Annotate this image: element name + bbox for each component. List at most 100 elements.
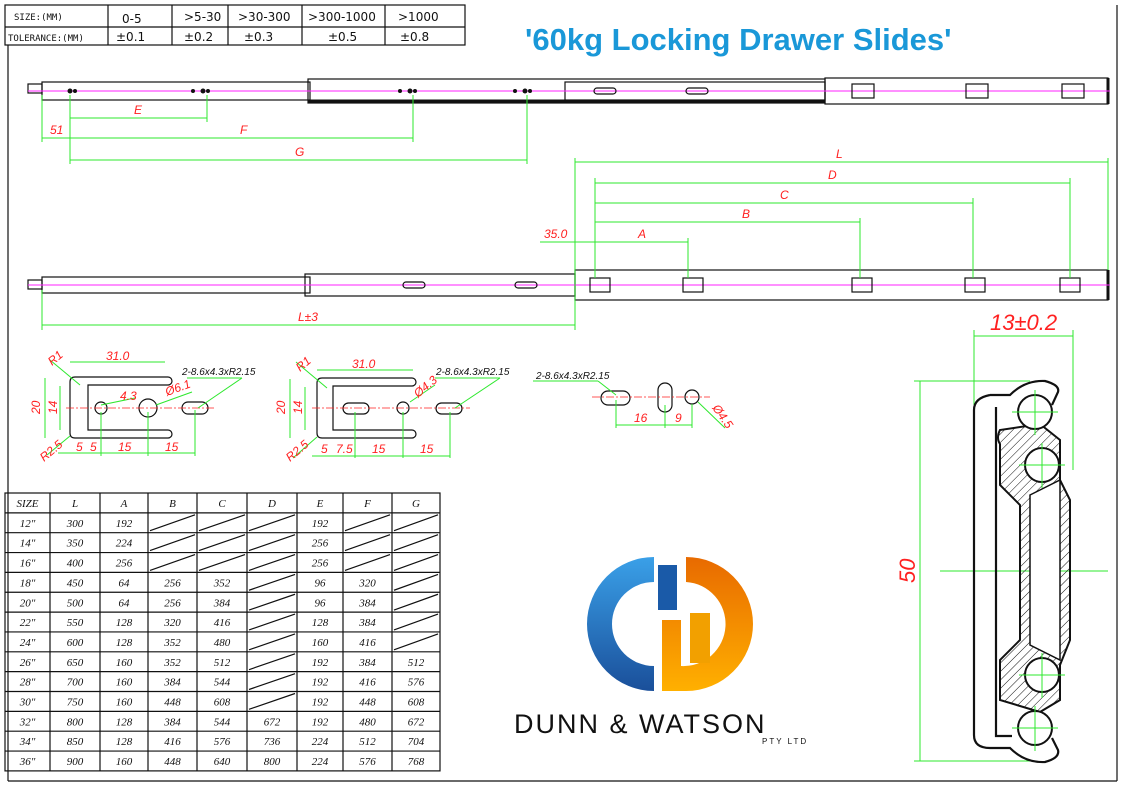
table-cell: 736: [264, 736, 281, 748]
table-cell: 224: [312, 736, 329, 748]
table-cell: 600: [67, 637, 84, 649]
tolerance-value: ±0.1: [116, 30, 145, 44]
table-cell: 352: [163, 637, 181, 649]
logo-name: DUNN & WATSON: [514, 709, 767, 739]
company-logo: DUNN & WATSON PTY LTD: [514, 557, 808, 746]
table-header: G: [412, 498, 420, 510]
table-cell: 128: [312, 617, 329, 629]
table-cell: 96: [315, 597, 327, 609]
table-cell: 256: [312, 558, 329, 570]
empty-cell-slash: [248, 593, 296, 611]
closed-slide-view: 51 E F G: [27, 77, 1110, 164]
tolerance-value: ±0.3: [244, 30, 273, 44]
table-cell: 900: [67, 756, 84, 768]
dim-width: 31.0: [352, 357, 376, 371]
dim-x2: 7.5: [336, 442, 353, 456]
table-cell: 128: [116, 716, 133, 728]
table-cell: 160: [116, 756, 133, 768]
table-cell: 480: [359, 716, 376, 728]
table-cell: 416: [359, 637, 376, 649]
table-cell: 608: [408, 697, 425, 709]
table-cell: 256: [116, 558, 133, 570]
table-header: B: [169, 498, 176, 510]
size-cell: 32": [19, 716, 36, 728]
table-header: L: [71, 498, 78, 510]
empty-cell-slash: [198, 514, 246, 532]
table-cell: 192: [312, 697, 329, 709]
table-cell: 160: [116, 677, 133, 689]
table-cell: 576: [359, 756, 376, 768]
size-cell: 24": [20, 637, 36, 649]
hole-detail-2: 31.0 R1 R2.5 20 14 Ø4.3 2-8.6x4.3xR2.15 …: [274, 354, 510, 465]
empty-cell-slash: [393, 613, 439, 631]
table-header: F: [363, 498, 371, 510]
table-cell: 450: [67, 577, 84, 589]
table-cell: 128: [116, 736, 133, 748]
dim-16: 16: [634, 411, 648, 425]
table-cell: 544: [214, 677, 231, 689]
size-range: >1000: [398, 10, 439, 24]
table-cell: 750: [67, 697, 84, 709]
dim-4-3: 4.3: [120, 389, 137, 403]
empty-cell-slash: [393, 514, 439, 532]
table-cell: 448: [164, 756, 181, 768]
empty-cell-slash: [198, 534, 246, 552]
table-cell: 672: [264, 716, 281, 728]
empty-cell-slash: [248, 534, 296, 552]
table-cell: 256: [312, 538, 329, 550]
tolerance-value: ±0.8: [400, 30, 429, 44]
table-cell: 512: [408, 657, 425, 669]
dim-x4: 15: [420, 442, 434, 456]
dim-x1: 5: [321, 442, 328, 456]
table-cell: 160: [116, 657, 133, 669]
size-cell: 16": [20, 558, 36, 570]
size-cell: 14": [20, 538, 36, 550]
empty-cell-slash: [149, 553, 196, 571]
size-cell: 20": [20, 597, 36, 609]
size-label: SIZE:(MM): [14, 13, 63, 23]
table-cell: 700: [67, 677, 84, 689]
table-cell: 192: [312, 518, 329, 530]
table-cell: 448: [359, 697, 376, 709]
table-cell: 192: [312, 677, 329, 689]
table-cell: 768: [408, 756, 425, 768]
table-cell: 350: [66, 538, 84, 550]
dim-c: C: [780, 188, 789, 202]
table-cell: 192: [116, 518, 133, 530]
dim-x2: 5: [90, 440, 97, 454]
dim-b: B: [742, 207, 750, 221]
table-cell: 480: [214, 637, 231, 649]
table-cell: 64: [119, 597, 131, 609]
empty-cell-slash: [393, 633, 439, 651]
empty-cell-slash: [393, 573, 439, 591]
size-range: >300-1000: [308, 10, 376, 24]
table-cell: 320: [163, 617, 181, 629]
table-cell: 448: [164, 697, 181, 709]
hole-detail-1: 31.0 R1 R2.5 20 14 4.3 Ø6.1 2-8.6x4.3xR2…: [29, 348, 256, 465]
dim-r2: R2.5: [283, 437, 312, 464]
dim-g: G: [295, 145, 304, 159]
dim-d: D: [828, 168, 837, 182]
size-cell: 26": [20, 657, 36, 669]
table-cell: 576: [408, 677, 425, 689]
size-cell: 28": [20, 677, 36, 689]
table-cell: 96: [315, 577, 327, 589]
table-cell: 416: [359, 677, 376, 689]
dim-x4: 15: [165, 440, 179, 454]
table-cell: 300: [66, 518, 84, 530]
tolerance-value: ±0.2: [184, 30, 213, 44]
table-cell: 672: [408, 716, 425, 728]
table-cell: 704: [408, 736, 425, 748]
table-cell: 352: [163, 657, 181, 669]
dim-l: L: [836, 147, 843, 161]
size-cell: 34": [19, 736, 36, 748]
table-header: A: [120, 498, 128, 510]
table-cell: 256: [164, 577, 181, 589]
dim-x3: 15: [118, 440, 132, 454]
dim-f: F: [240, 123, 248, 137]
logo-sub: PTY LTD: [762, 737, 808, 746]
size-cell: 12": [20, 518, 36, 530]
table-cell: 160: [312, 637, 329, 649]
